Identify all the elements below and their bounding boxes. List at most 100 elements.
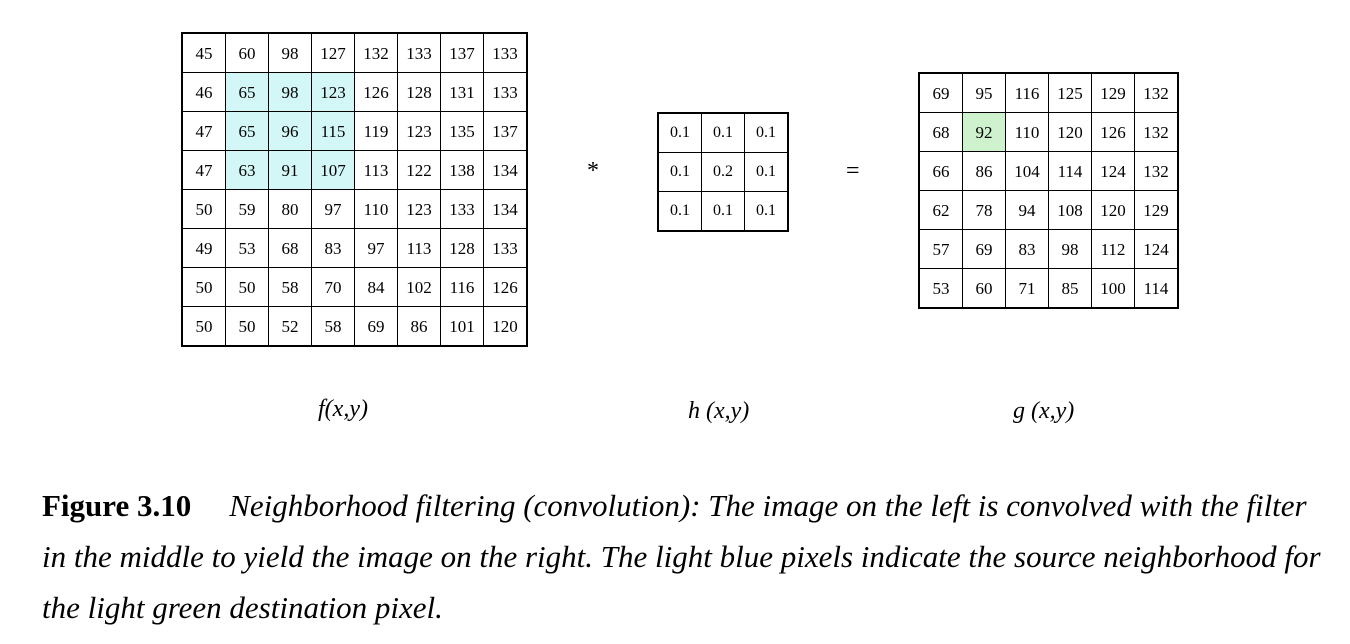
output-pixel-cell: 100 [1091,268,1135,309]
input-pixel-cell: 53 [225,228,269,268]
input-pixel-cell: 58 [311,306,355,347]
input-pixel-cell: 46 [181,72,226,112]
input-pixel-cell: 115 [311,111,355,151]
input-pixel-cell: 101 [440,306,484,347]
input-pixel-cell: 60 [225,32,269,73]
input-pixel-cell: 107 [311,150,355,190]
filter-weight-cell: 0.1 [701,191,745,232]
output-pixel-cell: 120 [1091,190,1135,230]
output-pixel-cell: 132 [1134,112,1179,152]
input-pixel-cell: 123 [397,189,441,229]
input-pixel-cell: 131 [440,72,484,112]
input-pixel-cell: 98 [268,72,312,112]
input-pixel-cell: 91 [268,150,312,190]
input-pixel-cell: 96 [268,111,312,151]
output-pixel-cell: 114 [1134,268,1179,309]
output-pixel-cell: 78 [962,190,1006,230]
input-pixel-cell: 45 [181,32,226,73]
output-pixel-cell: 116 [1005,72,1049,113]
input-pixel-cell: 133 [397,32,441,73]
output-pixel-cell: 98 [1048,229,1092,269]
input-pixel-cell: 113 [354,150,398,190]
output-pixel-cell: 68 [918,112,963,152]
output-pixel-cell: 94 [1005,190,1049,230]
filter-weight-cell: 0.1 [657,152,702,192]
output-pixel-cell: 53 [918,268,963,309]
input-pixel-cell: 83 [311,228,355,268]
filter-weight-cell: 0.1 [657,191,702,232]
output-pixel-cell: 129 [1091,72,1135,113]
output-pixel-cell: 62 [918,190,963,230]
input-pixel-cell: 135 [440,111,484,151]
input-pixel-cell: 134 [483,150,528,190]
output-pixel-cell: 124 [1091,151,1135,191]
output-pixel-cell: 71 [1005,268,1049,309]
input-pixel-cell: 63 [225,150,269,190]
input-pixel-cell: 123 [397,111,441,151]
output-pixel-cell: 60 [962,268,1006,309]
input-pixel-cell: 65 [225,111,269,151]
output-pixel-cell: 57 [918,229,963,269]
output-pixel-cell: 95 [962,72,1006,113]
input-pixel-cell: 97 [354,228,398,268]
input-pixel-cell: 50 [225,306,269,347]
output-pixel-cell: 86 [962,151,1006,191]
output-pixel-cell: 129 [1134,190,1179,230]
input-pixel-cell: 70 [311,267,355,307]
output-pixel-cell: 132 [1134,151,1179,191]
output-pixel-cell: 104 [1005,151,1049,191]
input-pixel-cell: 133 [483,228,528,268]
input-pixel-cell: 132 [354,32,398,73]
input-pixel-cell: 52 [268,306,312,347]
equals-operator: = [846,158,860,184]
input-pixel-cell: 120 [483,306,528,347]
input-pixel-cell: 50 [181,306,226,347]
filter-weight-cell: 0.1 [744,191,789,232]
filter-weight-cell: 0.1 [701,112,745,153]
output-image-label: g (x,y) [1013,398,1075,424]
input-pixel-cell: 133 [483,32,528,73]
input-pixel-cell: 47 [181,111,226,151]
input-pixel-cell: 59 [225,189,269,229]
input-pixel-cell: 50 [181,267,226,307]
input-pixel-cell: 137 [440,32,484,73]
input-pixel-cell: 128 [397,72,441,112]
output-pixel-cell: 69 [918,72,963,113]
caption-text: Neighborhood filtering (convolution): Th… [42,488,1321,625]
input-pixel-cell: 69 [354,306,398,347]
input-pixel-cell: 119 [354,111,398,151]
output-pixel-cell: 92 [962,112,1006,152]
filter-weight-cell: 0.1 [657,112,702,153]
input-pixel-cell: 68 [268,228,312,268]
output-pixel-cell: 120 [1048,112,1092,152]
input-pixel-cell: 122 [397,150,441,190]
input-pixel-cell: 97 [311,189,355,229]
input-pixel-cell: 47 [181,150,226,190]
convolution-operator: * [587,158,599,184]
output-pixel-cell: 132 [1134,72,1179,113]
output-pixel-cell: 125 [1048,72,1092,113]
input-pixel-cell: 134 [483,189,528,229]
filter-weight-cell: 0.2 [701,152,745,192]
input-pixel-cell: 65 [225,72,269,112]
input-pixel-cell: 133 [440,189,484,229]
output-pixel-cell: 124 [1134,229,1179,269]
input-pixel-cell: 86 [397,306,441,347]
output-pixel-cell: 114 [1048,151,1092,191]
output-pixel-cell: 112 [1091,229,1135,269]
output-pixel-cell: 110 [1005,112,1049,152]
input-pixel-cell: 110 [354,189,398,229]
